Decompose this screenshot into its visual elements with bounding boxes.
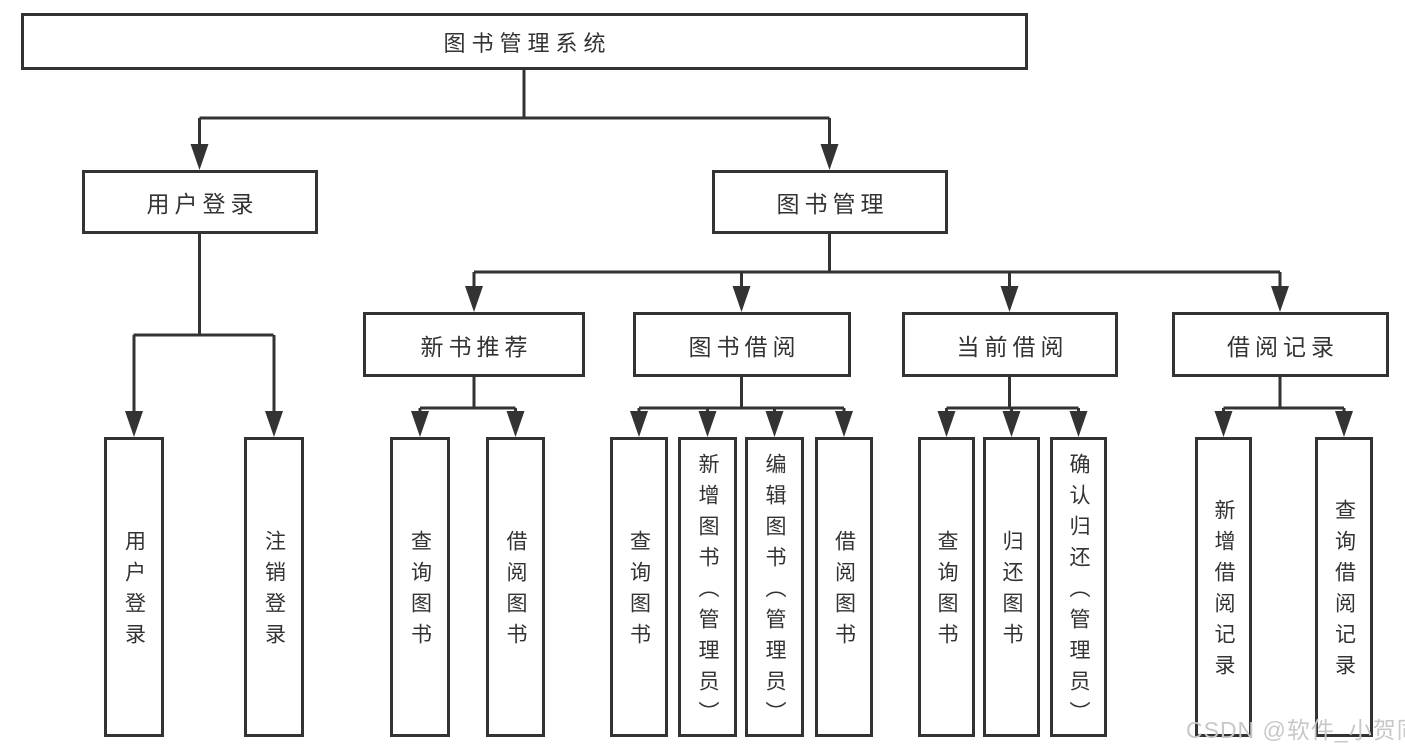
node-new-book-recommend: 新书推荐: [363, 312, 585, 377]
leaf-user-login: 用户登录: [104, 437, 164, 737]
node-label: 当前借阅: [956, 333, 1069, 360]
leaf-confirm-return-admin: 确认归还（管理员）: [1050, 437, 1107, 737]
node-label: 新增图书（管理员）: [696, 452, 719, 732]
leaf-borrow-books-recommend: 借阅图书: [486, 437, 545, 737]
node-book-borrow: 图书借阅: [633, 312, 851, 377]
node-label: 查询图书: [627, 530, 651, 654]
node-current-borrow: 当前借阅: [902, 312, 1118, 377]
leaf-query-books-current: 查询图书: [918, 437, 975, 737]
node-user-login: 用户登录: [82, 170, 318, 234]
node-label: 用户登录: [146, 191, 259, 217]
leaf-add-borrow-record: 新增借阅记录: [1195, 437, 1252, 737]
node-label: 编辑图书（管理员）: [763, 452, 786, 732]
node-label: 新增借阅记录: [1212, 499, 1235, 685]
leaf-borrow-books: 借阅图书: [815, 437, 873, 737]
node-root: 图书管理系统: [21, 13, 1028, 70]
node-label: 借阅图书: [832, 530, 856, 654]
node-label: 查询图书: [408, 530, 432, 654]
node-label: 用户登录: [122, 530, 146, 654]
node-label: 归还图书: [1000, 530, 1023, 654]
node-label: 借阅图书: [504, 530, 527, 654]
leaf-logout-login: 注销登录: [244, 437, 304, 737]
leaf-edit-books-admin: 编辑图书（管理员）: [745, 437, 804, 737]
node-label: 查询借阅记录: [1332, 499, 1356, 685]
node-label: 图书借阅: [688, 333, 801, 360]
node-label: 注销登录: [262, 530, 286, 654]
node-label: 新书推荐: [420, 333, 533, 360]
leaf-add-books-admin: 新增图书（管理员）: [678, 437, 737, 737]
node-book-management: 图书管理: [712, 170, 948, 234]
leaf-query-books-recommend: 查询图书: [390, 437, 450, 737]
node-borrow-records: 借阅记录: [1172, 312, 1389, 377]
leaf-query-borrow-record: 查询借阅记录: [1315, 437, 1373, 737]
watermark: CSDN @软件_小贺同学: [1186, 717, 1405, 743]
node-label: 图书管理系统: [443, 30, 612, 56]
leaf-query-books-borrow: 查询图书: [610, 437, 668, 737]
node-label: 确认归还（管理员）: [1067, 452, 1090, 732]
node-label: 借阅记录: [1227, 333, 1339, 360]
leaf-return-books: 归还图书: [983, 437, 1040, 737]
node-label: 图书管理: [776, 191, 889, 217]
node-label: 查询图书: [935, 530, 958, 654]
